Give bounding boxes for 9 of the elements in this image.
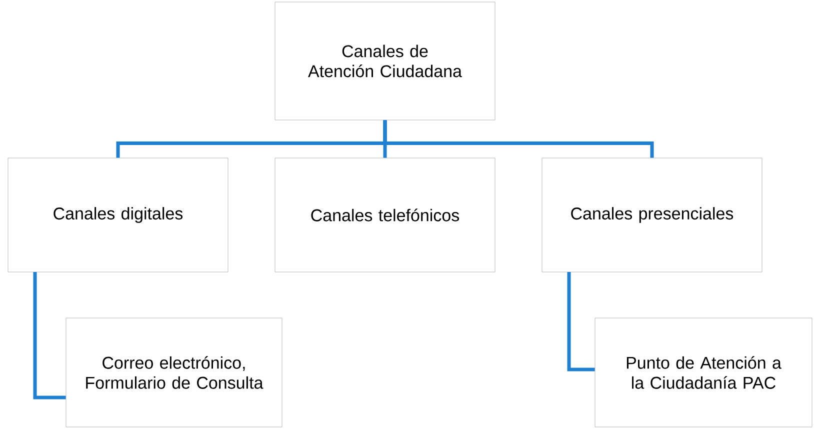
connector — [383, 120, 654, 158]
connector — [33, 272, 66, 400]
box: Canales telefónicos — [274, 158, 496, 272]
box: Canales presenciales — [542, 158, 762, 272]
box: Punto de Atención a la Ciudadanía PAC — [594, 318, 812, 428]
connector — [567, 272, 595, 372]
box: Correo electrónico, Formulario de Consulta — [66, 318, 282, 428]
box: Canales digitales — [8, 158, 228, 272]
box: Canales de Atención Ciudadana — [274, 2, 496, 120]
